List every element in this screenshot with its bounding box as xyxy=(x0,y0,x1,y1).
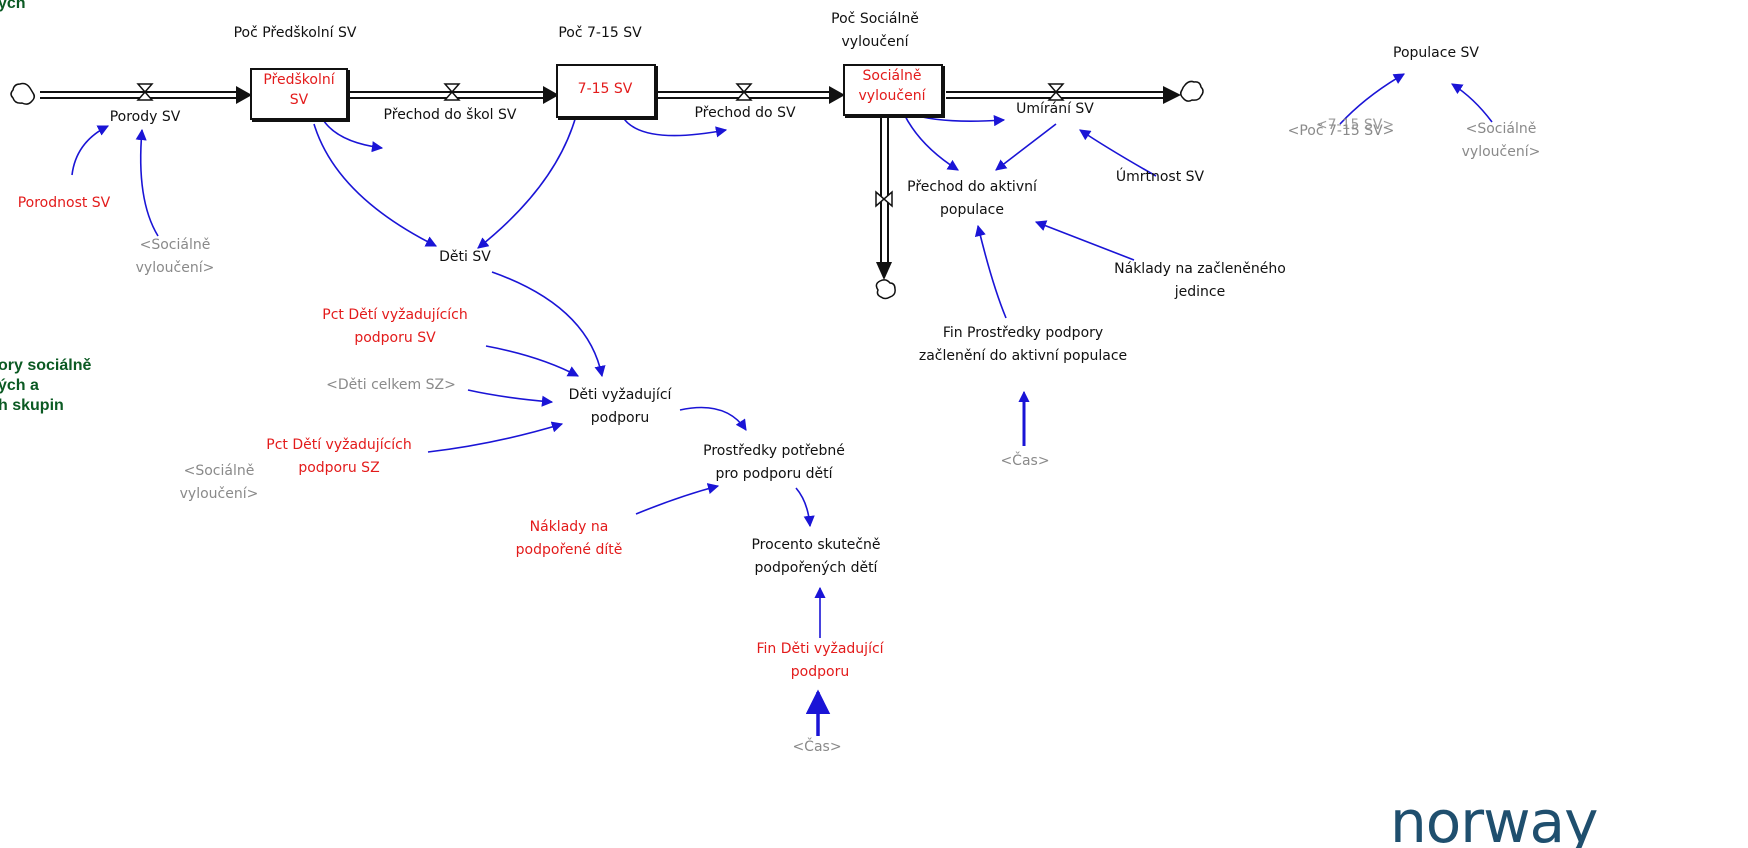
fragment-left-title: ory sociálně ých a h skupin xyxy=(0,357,92,414)
var-pct-supported: Procento skutečně podpořených dětí xyxy=(751,537,881,576)
stock-excluded-box[interactable] xyxy=(843,64,943,116)
var-children-support: Děti vyžadující podporu xyxy=(568,387,672,426)
info-links xyxy=(71,73,1493,638)
stock-excluded-label: Sociálně vyloučení xyxy=(858,68,926,104)
shadow-time-a: <Čas> xyxy=(1000,453,1050,469)
shadow-time-b: <Čas> xyxy=(792,739,842,755)
shadow-excluded-b: <Sociálně vyloučení> xyxy=(179,463,259,502)
var-mortality: Úmrtnost SV xyxy=(1115,169,1205,185)
fragment-top-left: ých xyxy=(0,0,26,12)
init-7-15: Poč 7-15 SV xyxy=(558,25,642,41)
var-cost-child: Náklady na podpořené dítě xyxy=(515,519,623,558)
var-pct-children-sz: Pct Dětí vyžadujících podporu SZ xyxy=(266,437,412,476)
var-fin-children: Fin Děti vyžadující podporu xyxy=(756,641,884,680)
flow-to-active: Přechod do aktivní populace xyxy=(907,179,1037,218)
var-birth-rate: Porodnost SV xyxy=(17,195,111,211)
stock-preschool-label: Předškolní SV xyxy=(263,72,335,108)
var-population: Populace SV xyxy=(1393,45,1479,61)
var-cost-individual: Náklady na začleněného jedince xyxy=(1114,261,1286,300)
shadow-excluded-c: <Sociálně vyloučení> xyxy=(1461,121,1541,160)
shadow-poc-7-15: <Poč 7-15 SV> xyxy=(1287,123,1395,139)
stock-7-15-label: 7-15 SV xyxy=(577,81,633,97)
init-preschool: Poč Předškolní SV xyxy=(233,25,357,41)
valves xyxy=(136,83,1065,208)
shadow-7-15: <7-15 SV> xyxy=(1315,117,1395,133)
flow-heads xyxy=(236,86,1181,280)
flow-to-school: Přechod do škol SV xyxy=(383,107,517,123)
clouds xyxy=(10,80,1204,300)
shadow-children-sz: <Děti celkem SZ> xyxy=(326,377,456,393)
var-fin-funds: Fin Prostředky podpory začlenění do akti… xyxy=(918,325,1128,364)
logo-norway: norway xyxy=(1390,792,1598,848)
flow-to-sv: Přechod do SV xyxy=(694,105,796,121)
var-funds-needed: Prostředky potřebné pro podporu dětí xyxy=(703,443,845,482)
var-children: Děti SV xyxy=(439,249,491,265)
stock-preschool-box[interactable] xyxy=(250,68,348,120)
init-excluded: Poč Sociálně vyloučení xyxy=(831,11,919,50)
flow-births: Porody SV xyxy=(109,109,181,125)
flow-dying: Umírání SV xyxy=(1016,101,1094,117)
shadow-excluded-a: <Sociálně vyloučení> xyxy=(135,237,215,276)
var-pct-children-sv: Pct Dětí vyžadujících podporu SV xyxy=(322,307,468,346)
stock-7-15-box[interactable] xyxy=(556,64,656,118)
